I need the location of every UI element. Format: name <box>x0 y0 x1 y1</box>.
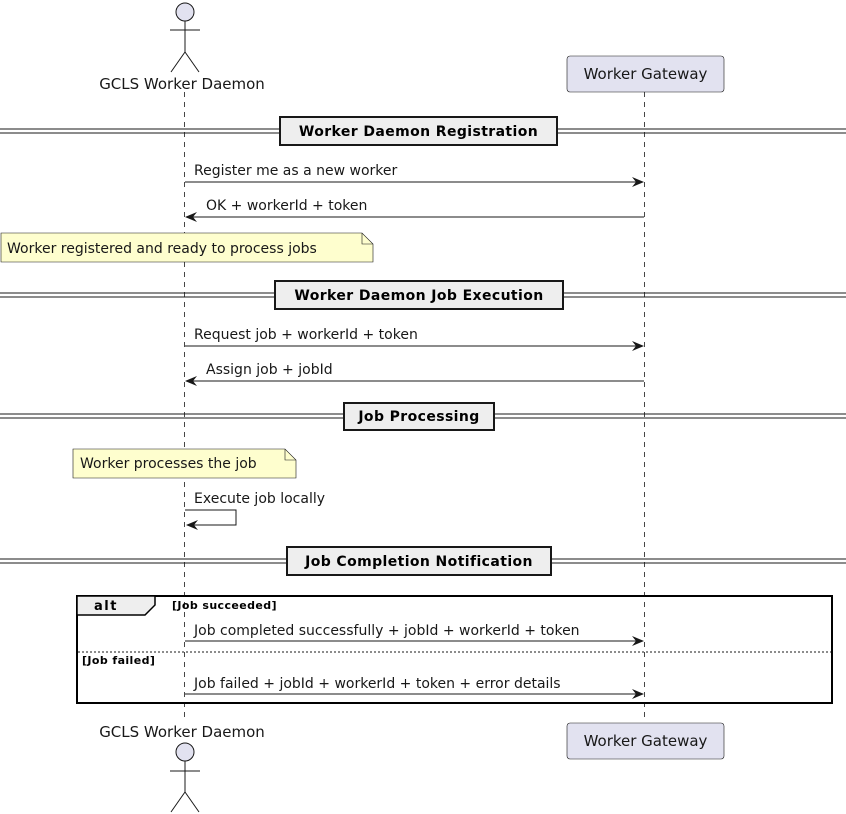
message-register-label: Register me as a new worker <box>194 163 398 179</box>
gateway-participant-top: Worker Gateway <box>566 55 725 93</box>
message-job-failed-label: Job failed + jobId + workerId + token + … <box>193 676 561 692</box>
message-request-job: Request job + workerId + token <box>185 327 644 351</box>
actor-icon <box>170 742 200 813</box>
note-processes-text: Worker processes the job <box>80 456 257 472</box>
message-register: Register me as a new worker <box>185 163 644 187</box>
message-job-success: Job completed successfully + jobId + wor… <box>185 623 644 646</box>
message-job-success-label: Job completed successfully + jobId + wor… <box>193 623 580 639</box>
message-request-job-label: Request job + workerId + token <box>194 327 418 343</box>
message-execute-local-label: Execute job locally <box>194 491 325 507</box>
alt-guard-failed: [Job failed] <box>82 654 155 667</box>
divider-processing: Job Processing <box>0 402 846 431</box>
divider-completion-label: Job Completion Notification <box>304 554 533 570</box>
actor-icon <box>170 2 200 73</box>
alt-fragment: alt [Job succeeded] [Job failed] <box>76 595 833 704</box>
divider-processing-label: Job Processing <box>357 409 479 425</box>
daemon-name-bottom: GCLS Worker Daemon <box>99 723 265 741</box>
message-job-failed: Job failed + jobId + workerId + token + … <box>185 676 644 699</box>
daemon-name-top: GCLS Worker Daemon <box>99 75 265 93</box>
divider-execution-label: Worker Daemon Job Execution <box>294 288 543 304</box>
gateway-name-bottom: Worker Gateway <box>584 732 708 750</box>
alt-guard-success: [Job succeeded] <box>172 599 277 612</box>
note-registered-text: Worker registered and ready to process j… <box>7 241 317 257</box>
note-registered: Worker registered and ready to process j… <box>0 232 374 263</box>
message-assign-job: Assign job + jobId <box>185 362 644 386</box>
alt-fragment-keyword: alt <box>94 599 118 614</box>
message-execute-local: Execute job locally <box>185 491 325 530</box>
gateway-participant-bottom: Worker Gateway <box>566 722 725 760</box>
message-register-ok-label: OK + workerId + token <box>206 198 367 214</box>
divider-execution: Worker Daemon Job Execution <box>0 280 846 310</box>
daemon-actor-top: GCLS Worker Daemon <box>99 2 265 93</box>
note-processes: Worker processes the job <box>72 448 297 479</box>
message-register-ok: OK + workerId + token <box>185 198 644 222</box>
message-assign-job-label: Assign job + jobId <box>206 362 333 378</box>
daemon-actor-bottom: GCLS Worker Daemon <box>99 723 265 813</box>
divider-completion: Job Completion Notification <box>0 546 846 576</box>
divider-registration: Worker Daemon Registration <box>0 116 846 146</box>
divider-registration-label: Worker Daemon Registration <box>299 124 538 140</box>
gateway-name-top: Worker Gateway <box>584 65 708 83</box>
